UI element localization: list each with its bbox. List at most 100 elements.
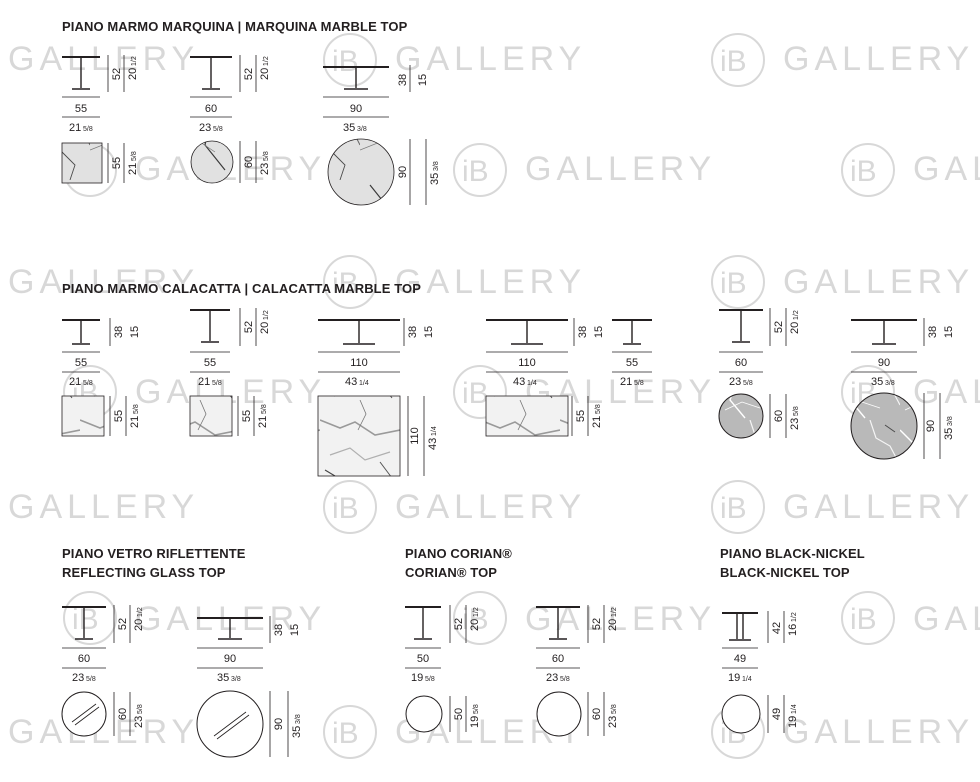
table-cc5: 60 23 5/8 52 20 1/2 60 23 5/8 [718, 308, 801, 439]
watermark-mark: iB [332, 267, 359, 300]
table-co2: 60 23 5/8 52 20 1/2 60 23 5/8 [536, 605, 619, 737]
width-in: 35 [871, 376, 883, 388]
tabletop-plan [61, 142, 103, 184]
watermark: iB GALLERY [711, 33, 969, 87]
width-cm: 90 [224, 653, 236, 665]
plan-cm: 55 [113, 410, 125, 422]
height-cm: 38 [273, 624, 285, 636]
width-cm: 50 [417, 653, 429, 665]
plan-cm: 55 [241, 410, 253, 422]
elevation-drawing [197, 617, 263, 640]
tabletop-plan [61, 395, 105, 437]
height-in-frac: 1/2 [791, 612, 798, 622]
side-elevation-drawing [612, 319, 652, 345]
section-title-corian-line1: PIANO CORIAN® [405, 546, 512, 561]
width-in: 35 [343, 122, 355, 134]
height-in: 15 [417, 74, 429, 86]
watermark-text: GALLERY [395, 263, 586, 301]
tabletop-plan [718, 393, 764, 439]
tabletop-plan [61, 691, 107, 737]
watermark: GALLERY [8, 263, 194, 301]
tabletop-plan [317, 395, 401, 477]
width-in-frac: 5/8 [560, 676, 570, 683]
plan-in: 21 [129, 416, 141, 428]
watermark-text: GALLERY [8, 40, 199, 78]
width-in-frac: 3/8 [231, 676, 241, 683]
watermark: iB GALLERY [453, 591, 711, 645]
height-in-frac: 1/2 [137, 607, 144, 617]
elevation-drawing [486, 319, 568, 345]
table-mq1: 55 21 5/8 52 20 1/2 55 21 5/8 [61, 55, 139, 184]
watermark-mark: iB [720, 492, 747, 525]
elevation-drawing [190, 56, 232, 90]
elevation-drawing [62, 319, 100, 345]
width-in: 21 [198, 376, 210, 388]
plan-cm: 60 [243, 156, 255, 168]
watermark-logo [711, 33, 765, 87]
width-in-frac: 1/4 [527, 380, 537, 387]
table-bn1: 49 19 1/4 42 16 1/2 49 19 1/4 [721, 611, 799, 734]
watermark: iB GALLERY [711, 480, 974, 534]
width-in: 43 [513, 376, 525, 388]
watermark-mark: iB [850, 155, 877, 188]
watermark-mark: iB [332, 492, 359, 525]
height-cm: 38 [407, 326, 419, 338]
watermark-text: GALLERY [913, 373, 980, 411]
width-in-frac: 5/8 [212, 380, 222, 387]
watermark-text: GALLERY [913, 600, 980, 638]
plan-in: 23 [607, 716, 619, 728]
width-in: 43 [345, 376, 357, 388]
plan-in: 35 [429, 173, 441, 185]
width-cm: 110 [350, 357, 368, 369]
width-in: 19 [411, 672, 423, 684]
watermark: iB GALLERY [711, 255, 969, 309]
plan-cm: 60 [773, 410, 785, 422]
height-in: 15 [943, 326, 955, 338]
height-cm: 52 [243, 321, 255, 333]
plan-in-frac: 5/8 [793, 406, 800, 416]
table-cc2: 55 21 5/8 52 20 1/2 55 21 5/8 [189, 308, 271, 437]
section-title-glass-line1: PIANO VETRO RIFLETTENTE [62, 546, 246, 561]
glass-reflection-mark [213, 711, 247, 737]
watermark-text: GALLERY [783, 488, 974, 526]
height-cm: 52 [773, 321, 785, 333]
tabletop-plan [190, 140, 234, 184]
watermark-logo [323, 705, 377, 759]
watermark-text: GALLERY [783, 713, 974, 751]
plan-cm: 90 [397, 166, 409, 178]
width-cm: 90 [878, 357, 890, 369]
plan-in: 23 [259, 163, 271, 175]
elevation-drawing [536, 606, 580, 640]
width-in-frac: 5/8 [213, 126, 223, 133]
elevation-drawing [190, 309, 230, 343]
width-cm: 55 [75, 103, 87, 115]
width-in-frac: 5/8 [86, 676, 96, 683]
plan-in: 23 [133, 716, 145, 728]
depth-in-frac: 5/8 [634, 380, 644, 387]
elevation-drawing [318, 319, 400, 345]
watermark-logo [711, 255, 765, 309]
width-in: 19 [728, 672, 740, 684]
plan-in: 21 [127, 163, 139, 175]
width-in: 21 [69, 376, 81, 388]
watermark-text: GALLERY [395, 40, 586, 78]
height-cm: 52 [243, 68, 255, 80]
tabletop-plan [850, 392, 918, 460]
width-cm: 60 [205, 103, 217, 115]
plan-in: 35 [291, 726, 303, 738]
height-in: 20 [789, 322, 801, 334]
plan-in-frac: 5/8 [137, 704, 144, 714]
tabletop-plan [327, 138, 395, 206]
height-in: 20 [259, 322, 271, 334]
height-in: 15 [593, 326, 605, 338]
table-gl1: 60 23 5/8 52 20 1/2 60 23 5/8 [61, 605, 145, 737]
width-in-frac: 3/8 [357, 126, 367, 133]
plan-in: 19 [469, 716, 481, 728]
plan-cm: 90 [925, 420, 937, 432]
glass-reflection-mark [74, 706, 100, 726]
width-in-frac: 5/8 [83, 380, 93, 387]
height-in: 20 [127, 68, 139, 80]
plan-cm: 110 [409, 427, 421, 445]
plan-in-frac: 1/4 [791, 704, 798, 714]
width-in: 23 [199, 122, 211, 134]
